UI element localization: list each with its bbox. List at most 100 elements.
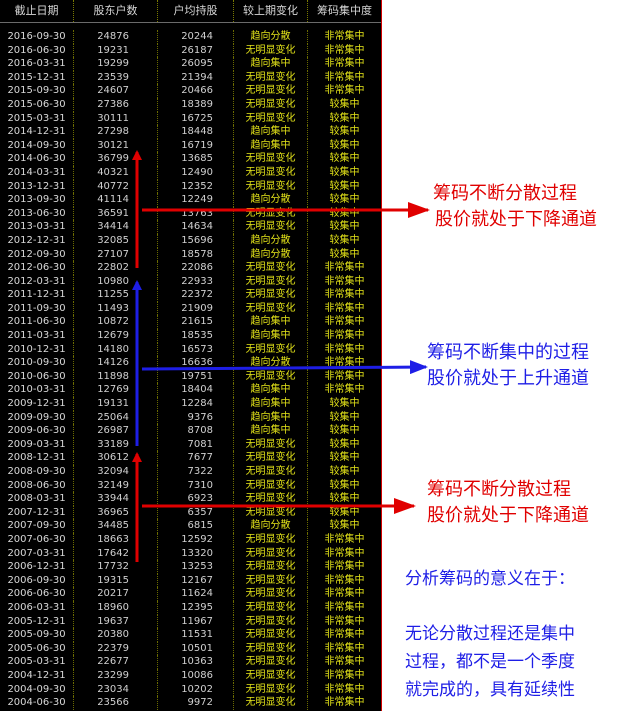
cell-concentration: 非常集中 <box>324 683 365 695</box>
cell-shareholders: 27386 <box>74 97 158 112</box>
cell-shareholders: 11898 <box>74 369 158 384</box>
cell-change: 无明显变化 <box>234 600 308 615</box>
cell-shareholders: 20217 <box>74 587 158 601</box>
cell-date: 2004-12-31 <box>0 668 74 683</box>
cell-concentration: 非常集中 <box>324 384 365 396</box>
cell-date: 2010-09-30 <box>0 356 74 370</box>
cell-avg-holding: 13253 <box>158 560 234 574</box>
cell-change: 无明显变化 <box>234 696 308 710</box>
cell-shareholders: 36799 <box>74 152 158 166</box>
cell-avg-holding: 9376 <box>158 410 234 425</box>
lower-annotation: 筹码不断分散过程 股价就处于下降通道 <box>427 477 589 529</box>
cell-shareholders: 18663 <box>74 532 158 547</box>
cell-shareholders: 17732 <box>74 560 158 574</box>
cell-date: 2015-03-31 <box>0 111 74 126</box>
header-avg-holding[interactable]: 户均持股 <box>158 0 234 22</box>
cell-avg-holding: 26187 <box>158 43 234 58</box>
cell-shareholders: 27107 <box>74 247 158 262</box>
cell-shareholders: 27298 <box>74 125 158 139</box>
cell-shareholders: 11255 <box>74 288 158 302</box>
cell-concentration: 非常集中 <box>324 44 365 56</box>
cell-concentration: 非常集中 <box>324 588 365 600</box>
cell-avg-holding: 20244 <box>158 30 234 44</box>
cell-date: 2013-03-31 <box>0 220 74 234</box>
cell-change: 趋向分散 <box>234 193 308 207</box>
header-shareholders[interactable]: 股东户数 <box>74 0 158 22</box>
cell-change: 无明显变化 <box>234 111 308 126</box>
header-concentration[interactable]: 筹码集中度 <box>317 4 372 17</box>
cell-concentration: 较集中 <box>329 452 360 464</box>
cell-avg-holding: 12249 <box>158 193 234 207</box>
cell-shareholders: 34485 <box>74 519 158 533</box>
cell-shareholders: 34414 <box>74 220 158 234</box>
cell-concentration: 非常集中 <box>324 547 365 559</box>
cell-avg-holding: 11967 <box>158 614 234 629</box>
cell-shareholders: 32094 <box>74 465 158 479</box>
header-change[interactable]: 较上期变化 <box>234 0 308 22</box>
cell-change: 趋向分散 <box>234 519 308 533</box>
header-date[interactable]: 截止日期 <box>0 0 74 22</box>
cell-change: 无明显变化 <box>234 165 308 180</box>
cell-concentration: 较集中 <box>329 398 360 410</box>
cell-change: 无明显变化 <box>234 587 308 601</box>
cell-avg-holding: 12284 <box>158 397 234 411</box>
cell-concentration: 非常集中 <box>324 669 365 681</box>
cell-avg-holding: 6357 <box>158 505 234 520</box>
cell-change: 无明显变化 <box>234 152 308 166</box>
cell-shareholders: 10872 <box>74 315 158 330</box>
cell-date: 2013-09-30 <box>0 193 74 207</box>
cell-date: 2008-06-30 <box>0 478 74 493</box>
cell-change: 无明显变化 <box>234 668 308 683</box>
